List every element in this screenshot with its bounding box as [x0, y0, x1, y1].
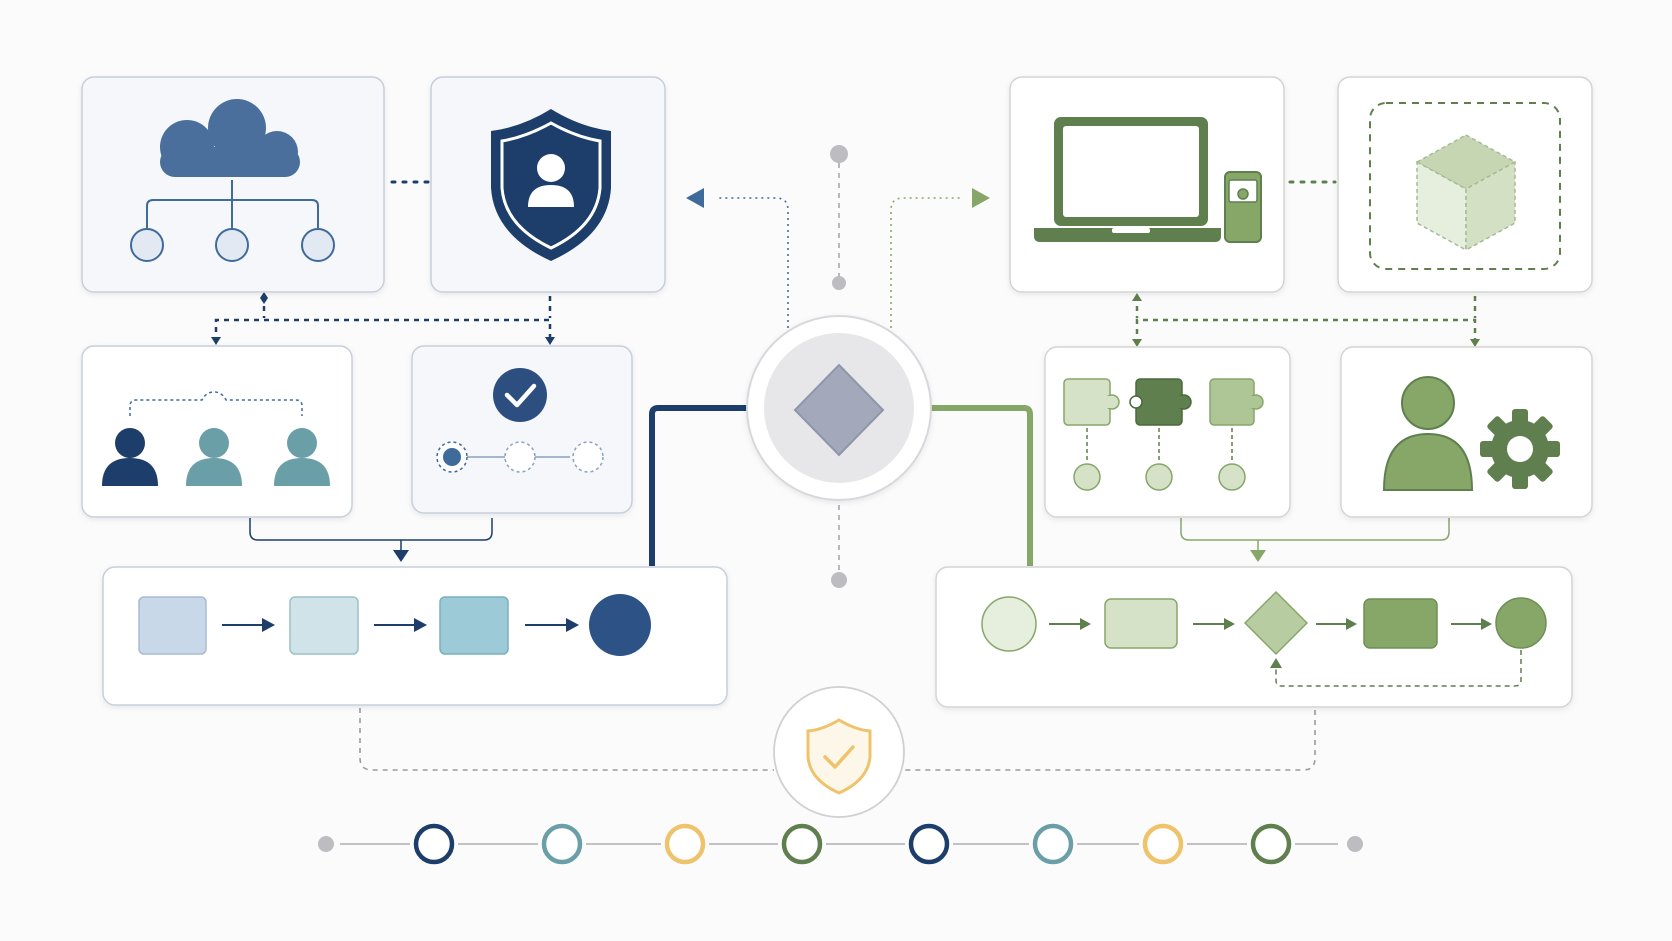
check-circle-icon	[493, 368, 547, 422]
timeline-node[interactable]	[1250, 823, 1292, 865]
process-start-circle	[981, 596, 1037, 652]
cloud-icon	[160, 99, 300, 177]
process-step-box	[138, 596, 207, 655]
desktop-tower-icon	[1224, 171, 1262, 243]
dashed-frame	[1369, 102, 1561, 270]
security-badge[interactable]	[773, 686, 905, 818]
process-step-box	[289, 596, 359, 655]
user-icon	[186, 428, 242, 486]
hierarchy-node-icon	[301, 228, 335, 262]
process-end-circle	[1495, 597, 1547, 649]
laptop-icon	[1034, 117, 1221, 242]
process-decision-diamond	[1243, 590, 1309, 656]
user-icon	[102, 428, 158, 486]
module-node-icon	[1073, 463, 1101, 491]
user-icon	[274, 428, 330, 486]
timeline-node[interactable]	[781, 823, 823, 865]
module-node-icon	[1145, 463, 1173, 491]
step-node	[504, 441, 536, 473]
feedback-loop	[1275, 650, 1522, 687]
shield-user-icon	[491, 109, 611, 261]
user-icon	[1382, 376, 1474, 491]
security-shield-card[interactable]	[430, 76, 666, 293]
step-node-fill	[443, 448, 461, 466]
hierarchy-node-icon	[130, 228, 164, 262]
hub-bottom-dot	[831, 572, 847, 588]
verification-card[interactable]	[411, 345, 633, 514]
team-link-lines	[129, 391, 303, 416]
hierarchy-lines	[146, 180, 319, 228]
team-users-card[interactable]	[81, 345, 353, 518]
module-node-icon	[1218, 463, 1246, 491]
arrow-left-head	[686, 188, 704, 208]
process-step-box	[439, 596, 509, 655]
left-process-card[interactable]	[102, 566, 728, 706]
cloud-hierarchy-card[interactable]	[81, 76, 385, 293]
center-hub[interactable]	[746, 315, 932, 501]
hub-diamond-icon	[793, 363, 885, 457]
left-panel	[81, 76, 728, 706]
timeline-node[interactable]	[1142, 823, 1184, 865]
module-links	[1086, 428, 1233, 462]
gear-icon	[1480, 409, 1560, 489]
timeline-node[interactable]	[541, 823, 583, 865]
cube-icon	[1415, 134, 1517, 252]
process-end-circle	[589, 594, 651, 656]
device-card[interactable]	[1009, 76, 1285, 293]
arrow-right-head	[972, 188, 990, 208]
puzzle-piece-icon	[1063, 378, 1120, 426]
right-process-card[interactable]	[935, 566, 1573, 708]
user-settings-card[interactable]	[1340, 346, 1593, 518]
hierarchy-node-icon	[215, 228, 249, 262]
puzzle-piece-icon	[1209, 378, 1264, 426]
timeline-node[interactable]	[413, 823, 455, 865]
shield-check-icon	[806, 718, 872, 795]
right-panel	[935, 76, 1593, 708]
timeline-start-dot	[318, 836, 334, 852]
timeline	[318, 820, 1363, 868]
process-step-box	[1104, 598, 1178, 649]
hub-upper-dot	[832, 276, 846, 290]
modules-card[interactable]	[1044, 346, 1291, 518]
timeline-node[interactable]	[664, 823, 706, 865]
process-step-box	[1363, 598, 1438, 649]
component-cube-card[interactable]	[1337, 76, 1593, 293]
puzzle-piece-icon	[1129, 378, 1192, 426]
timeline-end-dot	[1347, 836, 1363, 852]
timeline-node[interactable]	[1032, 823, 1074, 865]
connectors	[211, 145, 1480, 771]
hub-top-dot	[830, 145, 848, 163]
timeline-node[interactable]	[908, 823, 950, 865]
step-node	[572, 441, 604, 473]
